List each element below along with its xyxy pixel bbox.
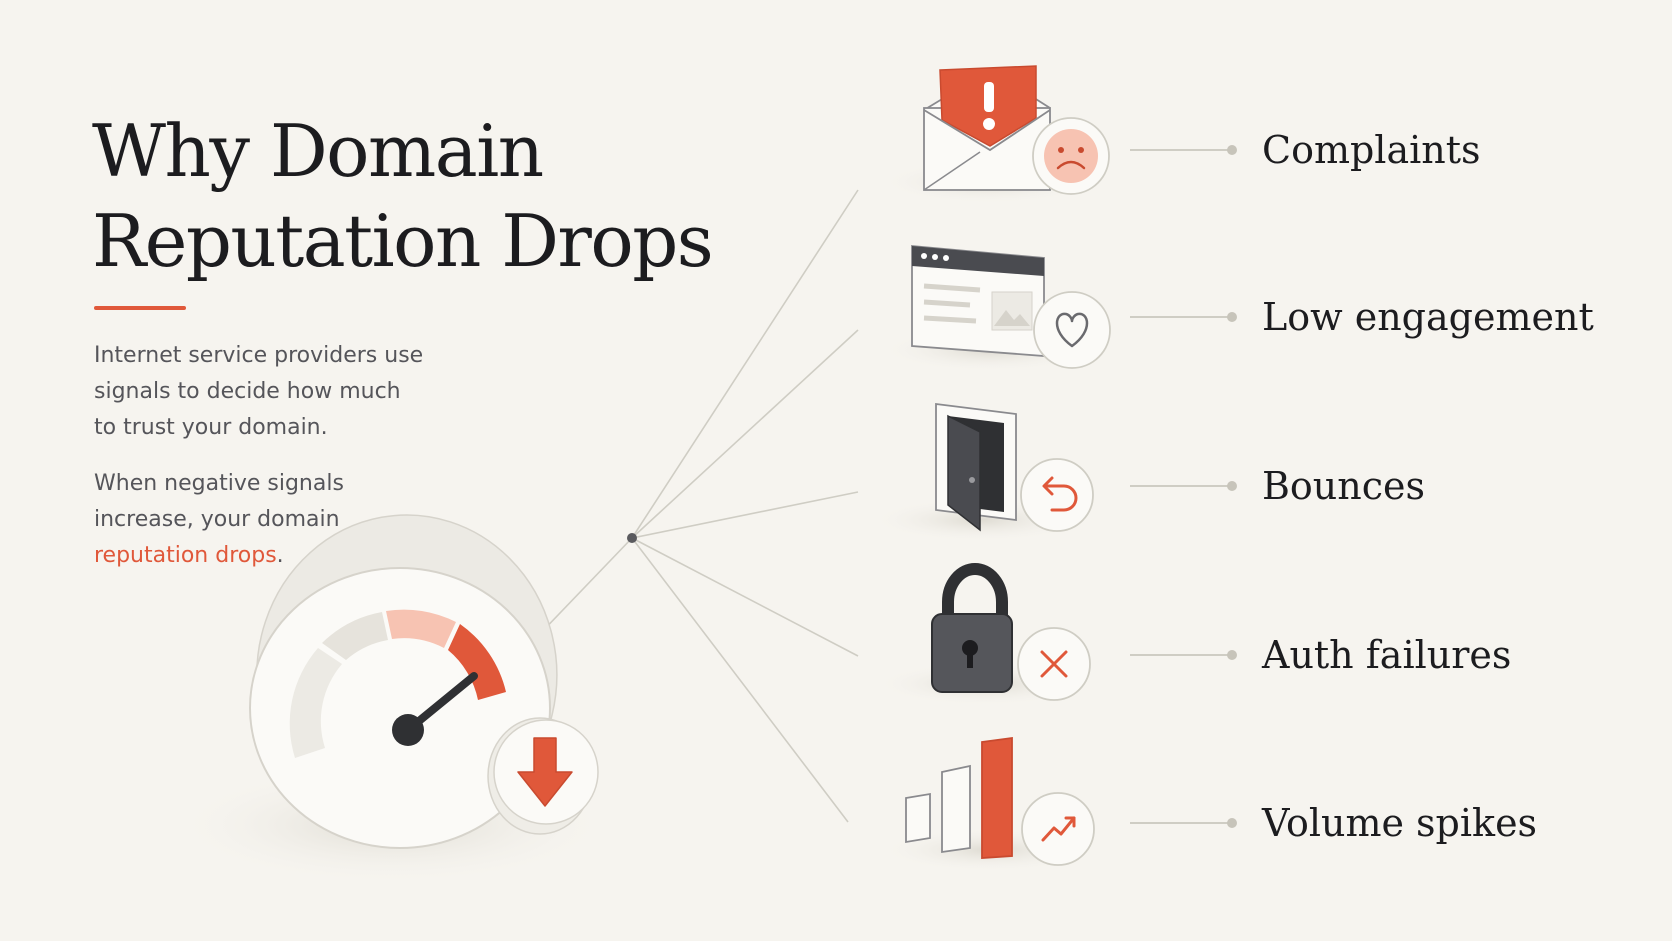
- leader-dot: [1227, 650, 1237, 660]
- x-mark-icon: [1017, 627, 1091, 701]
- connector-auth-failures: [631, 537, 859, 657]
- intro-line-2: signals to decide how much: [94, 379, 401, 404]
- label-complaints: Complaints: [1262, 128, 1481, 172]
- intro-line-1: Internet service providers use: [94, 343, 424, 368]
- title-line-2: Reputation Drops: [92, 199, 714, 283]
- outcome-line-1: When negative signals: [94, 471, 344, 496]
- down-arrow-icon: [487, 717, 599, 835]
- title-underline: [94, 306, 186, 310]
- leader-dots: [1227, 145, 1237, 828]
- outcome-period: .: [276, 543, 284, 568]
- complaint-envelope-icon: [880, 65, 1100, 204]
- outcome-line-2: increase, your domain: [94, 507, 340, 532]
- page-title: Why Domain Reputation Drops: [92, 106, 714, 286]
- label-low-engagement: Low engagement: [1262, 295, 1594, 339]
- hub-dot: [627, 533, 637, 543]
- open-door-icon: [870, 402, 1090, 542]
- leader-dot: [1227, 145, 1237, 155]
- trend-up-icon: [1021, 792, 1095, 866]
- label-volume-spikes: Volume spikes: [1262, 801, 1538, 845]
- intro-paragraph: Internet service providers use signals t…: [94, 338, 454, 446]
- connector-gauge: [535, 537, 633, 639]
- leader-dot: [1227, 818, 1237, 828]
- connector-low-engagement: [631, 329, 859, 539]
- leader-dot: [1227, 312, 1237, 322]
- connector-complaints: [631, 189, 859, 539]
- label-leaders: [1130, 149, 1230, 824]
- highlight-text: reputation drops: [94, 543, 277, 568]
- outcome-paragraph: When negative signals increase, your dom…: [94, 466, 454, 574]
- title-line-1: Why Domain: [92, 109, 544, 193]
- connector-bounces: [631, 491, 859, 539]
- leader-dot: [1227, 481, 1237, 491]
- label-auth-failures: Auth failures: [1262, 633, 1512, 677]
- connector-volume-spikes: [631, 537, 849, 823]
- label-bounces: Bounces: [1262, 464, 1426, 508]
- browser-window-icon: [880, 245, 1100, 372]
- intro-line-3: to trust your domain.: [94, 415, 328, 440]
- return-arrow-icon: [1020, 458, 1094, 532]
- sad-face-icon: [1032, 117, 1110, 195]
- heart-icon: [1033, 291, 1111, 369]
- connector-lines: [535, 189, 859, 823]
